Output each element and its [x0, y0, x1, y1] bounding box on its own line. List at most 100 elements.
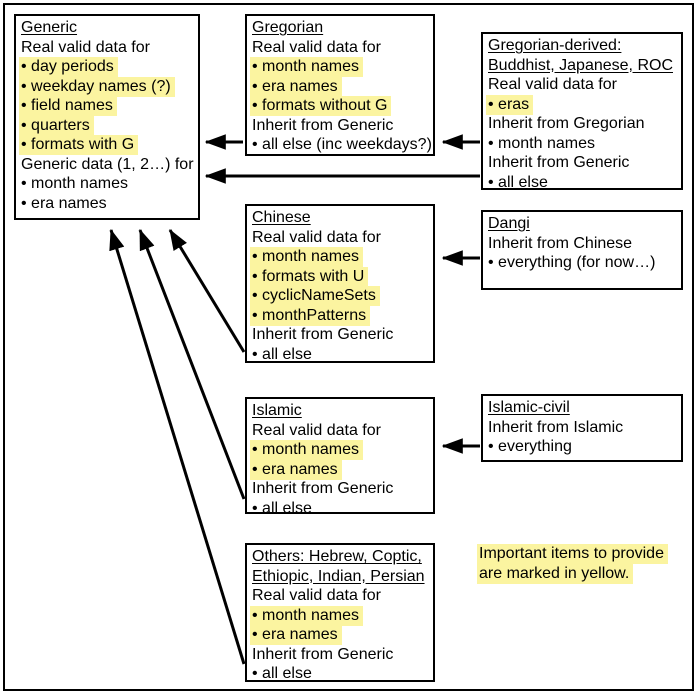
box-chinese-line-text: • monthPatterns — [250, 305, 371, 326]
box-generic-line-text: • day periods — [19, 57, 118, 77]
box-islamic-line: • all else — [252, 499, 433, 519]
box-gregorian-line-text: Gregorian — [252, 19, 324, 36]
box-islamic-civil-line: Islamic-civil — [488, 398, 681, 418]
box-generic-line: • quarters — [19, 115, 198, 136]
box-islamic-line: Real valid data for — [252, 421, 433, 441]
box-gregorian-line: • all else (inc weekdays?) — [252, 135, 433, 155]
box-generic-line-text: • weekday names (?) — [19, 76, 175, 97]
box-chinese-line: Real valid data for — [252, 228, 433, 248]
legend-note-line-2: are marked in yellow. — [477, 564, 634, 584]
box-gregorian-line: • era names — [250, 76, 433, 97]
box-chinese-line-text: • cyclicNameSets — [250, 286, 380, 306]
box-gregorian-line-text: Real valid data for — [252, 38, 381, 56]
box-generic-line-text: Generic data (1, 2…) for — [21, 155, 194, 173]
box-others-line-text: Real valid data for — [252, 587, 381, 604]
legend-note-row: Important items to provide — [477, 544, 668, 564]
box-gregorian-line-text: • month names — [250, 57, 363, 77]
box-islamic-line-text: • month names — [250, 440, 363, 460]
box-generic-line-text: Real valid data for — [21, 38, 150, 56]
box-chinese-line: • monthPatterns — [250, 305, 433, 326]
box-generic-line-text: • field names — [19, 96, 117, 116]
box-generic-line: Real valid data for — [21, 38, 198, 58]
box-generic-line: Generic data (1, 2…) for — [21, 155, 198, 175]
box-gregorian-derived-line: • month names — [488, 134, 681, 154]
arrow-chinese-to-generic — [168, 228, 246, 353]
box-chinese-line: • month names — [250, 247, 433, 267]
box-generic-line-text: Generic — [21, 19, 78, 36]
box-generic-line: • day periods — [19, 57, 198, 77]
box-chinese-line-text: Real valid data for — [252, 228, 381, 246]
box-gregorian-derived-line: Inherit from Gregorian — [488, 114, 681, 134]
box-gregorian-derived-line-text: Gregorian-derived: — [488, 37, 622, 54]
box-others-line-text: • month names — [250, 605, 363, 626]
box-islamic-line-text: • era names — [250, 459, 342, 480]
box-gregorian-line: • formats without G — [250, 96, 433, 116]
box-others-line-text: Others: Hebrew, Coptic, — [252, 548, 422, 565]
box-gregorian-derived-line-text: Inherit from Gregorian — [488, 115, 645, 132]
box-gregorian-derived: Gregorian-derived: Buddhist, Japanese, RO… — [481, 32, 683, 193]
box-others-line-text: Ethiopic, Indian, Persian — [252, 567, 425, 585]
box-others-line: • all else — [252, 664, 433, 684]
box-gregorian-line: Gregorian — [252, 18, 433, 38]
box-islamic-civil-line: • everything — [488, 437, 681, 457]
box-islamic-line: Inherit from Generic — [252, 479, 433, 499]
box-islamic-line-text: Real valid data for — [252, 421, 381, 439]
box-gregorian-derived-line: Inherit from Generic — [488, 153, 681, 173]
box-gregorian-derived-line-text: Real valid data for — [488, 76, 617, 93]
arrow-islamic-to-generic — [138, 228, 246, 500]
box-generic-line: • era names — [21, 194, 198, 214]
box-gregorian-derived-line-text: Inherit from Generic — [488, 154, 630, 171]
box-gregorian-line-text: • all else (inc weekdays?) — [252, 136, 432, 153]
box-islamic-line: Islamic — [252, 401, 433, 421]
box-gregorian-line-text: Inherit from Generic — [252, 116, 394, 134]
box-gregorian-derived-line: • all else — [488, 173, 681, 193]
box-generic-line: • formats with G — [19, 135, 198, 155]
legend-note: Important items to provide are marked in… — [477, 544, 668, 584]
arrow-others-to-generic — [109, 228, 246, 665]
box-gregorian-line-text: • formats without G — [250, 96, 392, 116]
box-dangi-line-text: Dangi — [488, 215, 530, 232]
box-gregorian-derived-line-text: • month names — [488, 134, 595, 152]
box-chinese-line: Chinese — [252, 208, 433, 228]
box-gregorian-derived-line: Real valid data for — [488, 75, 681, 95]
box-islamic-line-text: Inherit from Generic — [252, 480, 394, 497]
box-others-line: Others: Hebrew, Coptic, — [252, 547, 433, 567]
legend-note-line-1: Important items to provide — [477, 544, 668, 564]
box-others: Others: Hebrew, Coptic, Ethiopic, Indian,… — [245, 543, 435, 682]
box-chinese-line-text: Inherit from Generic — [252, 326, 394, 343]
box-chinese-line: • cyclicNameSets — [250, 286, 433, 306]
box-chinese-line-text: • formats with U — [250, 266, 369, 287]
box-generic-line-text: • month names — [21, 175, 128, 192]
box-others-line: • era names — [250, 625, 433, 645]
box-generic-line-text: • quarters — [19, 115, 94, 136]
box-chinese-line-text: • all else — [252, 345, 312, 363]
box-generic-line-text: • era names — [21, 194, 107, 212]
box-dangi-line-text: • everything (for now…) — [488, 254, 656, 271]
box-generic-line: Generic — [21, 18, 198, 38]
box-gregorian-derived-line: Gregorian-derived: — [488, 36, 681, 56]
box-islamic-civil-line-text: Islamic-civil — [488, 399, 570, 416]
box-islamic-civil-line-text: Inherit from Islamic — [488, 418, 624, 436]
box-others-line: • month names — [250, 605, 433, 626]
box-gregorian-line: Real valid data for — [252, 38, 433, 58]
box-others-line-text: Inherit from Generic — [252, 645, 394, 663]
box-islamic-line-text: Islamic — [252, 402, 302, 419]
box-generic-line: • weekday names (?) — [19, 76, 198, 97]
box-dangi-line: Inherit from Chinese — [488, 234, 681, 254]
box-gregorian-line-text: • era names — [250, 76, 342, 97]
box-gregorian-derived-line-text: • all else — [488, 173, 548, 191]
box-gregorian-line: • month names — [250, 57, 433, 77]
box-gregorian-line: Inherit from Generic — [252, 116, 433, 136]
box-chinese-line-text: Chinese — [252, 209, 311, 226]
box-generic-line: • month names — [21, 174, 198, 194]
box-others-line: Ethiopic, Indian, Persian — [252, 567, 433, 587]
box-others-line: Inherit from Generic — [252, 645, 433, 665]
box-generic-line-text: • formats with G — [19, 135, 139, 155]
box-generic-line: • field names — [19, 96, 198, 116]
box-gregorian-derived-line-text: Buddhist, Japanese, ROC — [488, 56, 673, 74]
